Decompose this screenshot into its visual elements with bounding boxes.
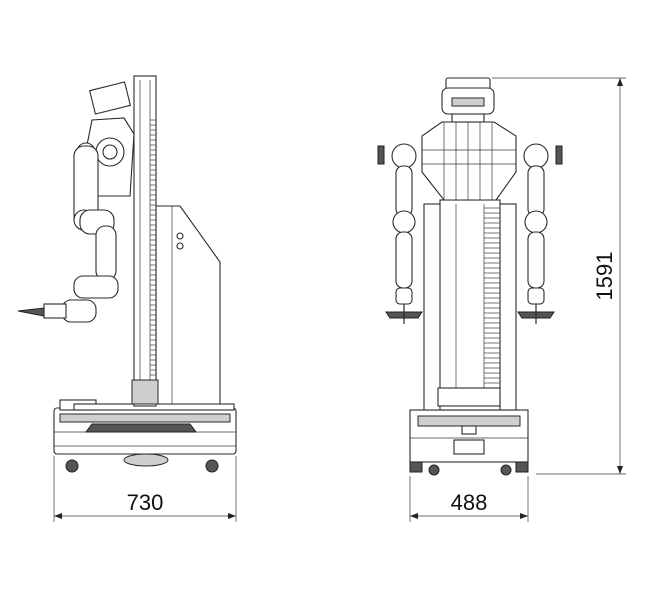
front-view-torso	[421, 121, 517, 201]
front-view-head	[441, 77, 495, 123]
front-view-base	[409, 409, 529, 476]
dimension-label-488: 488	[451, 490, 488, 515]
side-view-base	[53, 399, 237, 473]
dimension-side-depth: 730	[53, 456, 237, 522]
side-view-tower	[155, 205, 221, 405]
dimension-label-1591: 1591	[592, 252, 617, 301]
dimension-front-width: 488	[409, 476, 529, 522]
dimension-label-730: 730	[127, 490, 164, 515]
dimension-height: 1591	[492, 77, 626, 475]
side-view-column	[131, 75, 159, 407]
front-view-tower	[423, 199, 517, 411]
front-view-right-arm	[517, 143, 563, 324]
side-view-arm	[17, 81, 135, 323]
side-view: 730	[17, 75, 237, 522]
front-view-left-arm	[377, 143, 423, 324]
front-view: 488 1591	[377, 77, 626, 522]
